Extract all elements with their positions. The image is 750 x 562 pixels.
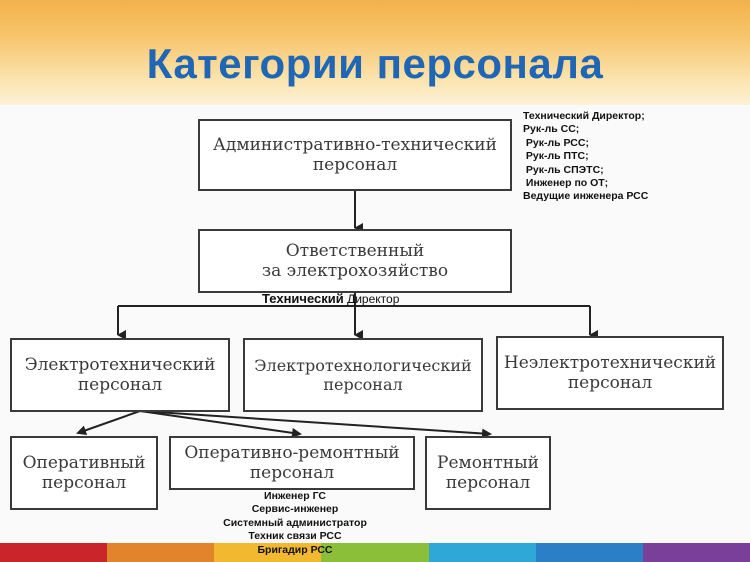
box-electrotechnolog-line2: персонал xyxy=(323,375,403,394)
stripe-segment xyxy=(535,543,643,562)
header-banner xyxy=(0,0,750,105)
stripe-segment xyxy=(214,543,322,562)
operative-repair-role: Бригадир РСС xyxy=(257,543,333,556)
box-electrotechnolog-line1: Электротехнологический xyxy=(254,355,472,375)
stripe-segment xyxy=(0,543,108,562)
admin-role: Ведущие инженера РСС xyxy=(523,190,649,203)
box-responsible-line2: за электрохозяйство xyxy=(261,261,449,282)
box-admin-technical: Административно-технический персонал xyxy=(198,119,512,191)
stripe-segment xyxy=(321,543,429,562)
box-admin-line2: персонал xyxy=(312,155,398,175)
admin-role: Технический Директор; xyxy=(523,110,645,122)
stripe-segment xyxy=(642,543,750,562)
box-electrotechnical: Электротехнический персонал xyxy=(10,338,230,412)
admin-role: Рук-ль СС; xyxy=(523,123,580,136)
operative-repair-role: Системный администратор xyxy=(223,516,367,529)
box-responsible: Ответственный за электрохозяйство xyxy=(198,229,512,293)
box-operative-line1: Оперативный xyxy=(22,452,146,473)
color-stripe xyxy=(0,543,750,562)
box-responsible-line1: Ответственный xyxy=(285,241,425,261)
box-operative-repair-line2: персонал xyxy=(249,463,335,483)
box-operative: Оперативный персонал xyxy=(10,436,158,510)
responsible-role-note: Технический Директор xyxy=(262,291,399,306)
admin-role: Рук-ль ПТС; xyxy=(523,150,589,163)
box-electrotechnological: Электротехнологический персонал xyxy=(243,338,483,412)
admin-role: Рук-ль РСС; xyxy=(523,136,589,149)
box-repair-line2: персонал xyxy=(445,473,531,493)
arrow-to-repair xyxy=(139,410,492,439)
arrow-to-operative-repair xyxy=(139,410,302,438)
admin-role: Рук-ль СПЭТС; xyxy=(523,163,604,176)
box-operative-repair-line1: Оперативно-ремонтный xyxy=(184,442,400,463)
box-admin-line1: Административно-технический xyxy=(213,134,497,155)
operative-repair-role: Сервис-инженер xyxy=(251,503,339,516)
box-electrotech-line2: персонал xyxy=(77,375,163,395)
stripe-segment xyxy=(428,543,536,562)
stripe-segment xyxy=(107,543,215,562)
box-operative-line2: персонал xyxy=(41,473,127,493)
box-non-electrotechnical: Неэлектротехнический персонал xyxy=(496,336,724,410)
operative-repair-roles-note: Инженер ГС Сервис-инженер Системный адми… xyxy=(200,490,390,557)
box-repair: Ремонтный персонал xyxy=(425,436,551,510)
page-title: Категории персонала xyxy=(146,40,604,87)
box-nonelectrotech-line1: Неэлектротехнический xyxy=(503,352,717,373)
box-nonelectrotech-line2: персонал xyxy=(567,373,653,393)
responsible-role-rest: Директор xyxy=(343,292,400,306)
admin-roles-note: Технический Директор; Рук-ль СС; Рук-ль … xyxy=(523,110,648,204)
box-repair-line1: Ремонтный xyxy=(437,452,539,473)
operative-repair-role: Инженер ГС xyxy=(264,490,326,502)
admin-role: Инженер по ОТ; xyxy=(523,177,609,190)
operative-repair-role: Техник связи РСС xyxy=(248,530,342,543)
box-electrotech-line1: Электротехнический xyxy=(24,354,216,375)
responsible-role-bold: Технический xyxy=(262,291,344,306)
arrow-to-operative xyxy=(76,410,141,436)
box-operative-repair: Оперативно-ремонтный персонал xyxy=(169,436,415,490)
